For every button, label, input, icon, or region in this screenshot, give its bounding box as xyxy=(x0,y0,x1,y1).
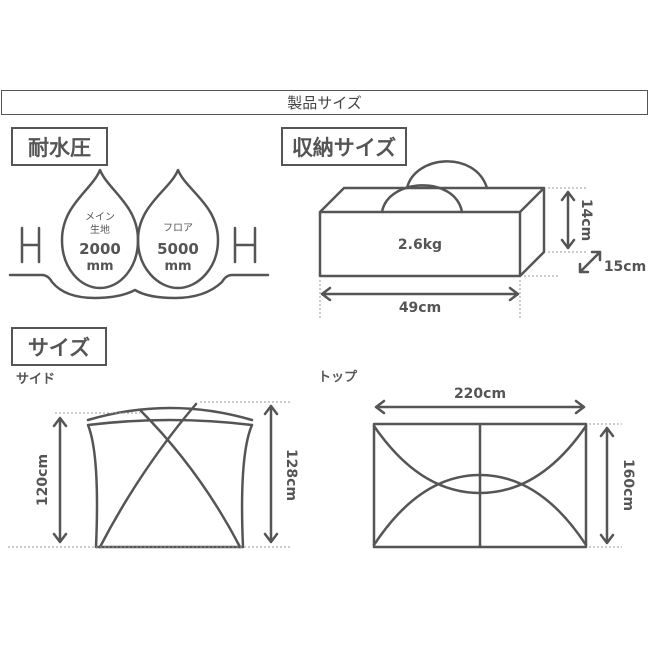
side-view-illustration xyxy=(86,402,254,549)
storage-dimensions xyxy=(319,187,586,318)
tent-side-pole-b-icon xyxy=(98,402,198,549)
tent-top-pole-upper-icon xyxy=(372,424,588,495)
water-resistance-label: 耐水圧 xyxy=(11,127,108,166)
product-size-title: 製品サイズ xyxy=(287,94,362,112)
side-view-arrows xyxy=(52,404,279,544)
floor-label: フロア xyxy=(163,223,193,234)
right-peg-icon xyxy=(233,226,257,264)
storage-size-label: 収納サイズ xyxy=(281,127,407,166)
water-resistance-illustration xyxy=(8,168,270,300)
floor-unit: mm xyxy=(164,259,191,274)
top-width-arrow xyxy=(374,399,586,415)
main-fabric-label-line1: メイン xyxy=(85,212,115,223)
floor-drop-icon xyxy=(136,168,220,290)
ground-line xyxy=(8,273,270,300)
side-outer-height-arrow xyxy=(263,404,279,544)
size-label: サイズ xyxy=(11,327,107,366)
left-peg-icon xyxy=(20,226,41,264)
bag-box-icon xyxy=(318,186,546,278)
bag-height-value: 14cm xyxy=(578,199,594,241)
product-size-title-bar: 製品サイズ xyxy=(1,90,648,115)
side-view-label: サイド xyxy=(16,372,56,387)
top-view-arrows xyxy=(374,399,615,545)
bag-width-value: 49cm xyxy=(399,300,441,316)
height-arrow xyxy=(560,190,576,250)
top-view-illustration xyxy=(372,422,588,549)
tent-side-roof-icon xyxy=(86,406,254,422)
bag-weight: 2.6kg xyxy=(398,237,442,253)
storage-bag-illustration xyxy=(318,160,546,278)
bag-handle-back-icon xyxy=(405,160,489,190)
side-inner-height-value: 120cm xyxy=(35,454,51,506)
storage-arrows xyxy=(320,190,602,302)
top-depth-value: 160cm xyxy=(620,459,636,511)
top-depth-arrow xyxy=(599,426,615,545)
water-resistance-text: メイン 生地 2000 mm フロア 5000 mm xyxy=(79,212,199,274)
main-fabric-unit: mm xyxy=(86,259,113,274)
side-inner-height-arrow xyxy=(52,416,68,544)
top-view-guides xyxy=(589,423,622,548)
top-view-label: トップ xyxy=(318,370,358,385)
main-fabric-value: 2000 xyxy=(79,240,121,258)
top-width-value: 220cm xyxy=(454,386,506,402)
tent-top-pole-lower-icon xyxy=(372,473,588,547)
floor-value: 5000 xyxy=(157,240,199,258)
side-view-guides xyxy=(8,401,290,548)
tent-side-pole-a-icon xyxy=(138,408,242,549)
bag-depth-value: 15cm xyxy=(604,259,646,275)
tent-side-outline-icon xyxy=(86,418,254,549)
bag-handle-front-icon xyxy=(380,184,464,214)
side-outer-height-value: 128cm xyxy=(283,449,299,501)
main-fabric-drop-icon xyxy=(60,168,140,290)
width-arrow xyxy=(320,286,520,302)
depth-arrow xyxy=(578,250,602,274)
main-fabric-label-line2: 生地 xyxy=(90,223,110,236)
